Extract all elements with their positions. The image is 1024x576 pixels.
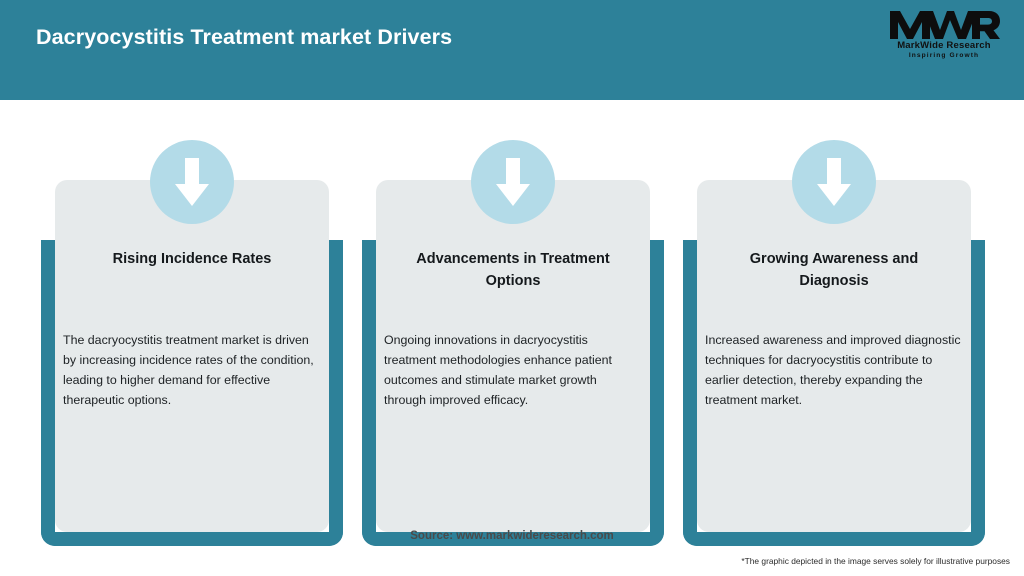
card-panel: Rising Incidence Rates The dacryocystiti… [55,180,329,532]
logo-tagline: Inspiring Growth [908,52,980,59]
card-frame-accent [683,240,985,546]
card-frame-accent [41,240,343,546]
logo-company-name: MarkWide Research [897,40,991,51]
down-arrow-icon [817,158,851,206]
card-icon-badge [471,140,555,224]
mwr-monogram-icon [890,11,1000,39]
card-body-text: Increased awareness and improved diagnos… [705,333,961,408]
down-arrow-icon [496,158,530,206]
brand-logo: MarkWide Research Inspiring Growth [880,8,1008,68]
card-body-text: Ongoing innovations in dacryocystitis tr… [384,333,613,408]
card-icon-badge [150,140,234,224]
card-icon-badge [792,140,876,224]
page-title: Dacryocystitis Treatment market Drivers [36,25,453,49]
card-panel: Growing Awareness and Diagnosis Increase… [697,180,971,532]
illustrative-disclaimer: *The graphic depicted in the image serve… [741,556,1010,566]
card-frame-accent [362,240,664,546]
card-body-text: The dacryocystitis treatment market is d… [63,333,314,408]
down-arrow-icon [175,158,209,206]
card-heading: Advancements in Treatment Options [416,251,610,289]
card-panel: Advancements in Treatment Options Ongoin… [376,180,650,532]
driver-card: Rising Incidence Rates The dacryocystiti… [41,140,343,546]
driver-card: Growing Awareness and Diagnosis Increase… [683,140,985,546]
header-band: Dacryocystitis Treatment market Drivers … [0,0,1024,100]
card-heading: Rising Incidence Rates [112,251,272,267]
source-attribution: Source: www.markwideresearch.com [410,530,614,542]
card-heading: Growing Awareness and Diagnosis [749,251,919,289]
driver-card: Advancements in Treatment Options Ongoin… [362,140,664,546]
